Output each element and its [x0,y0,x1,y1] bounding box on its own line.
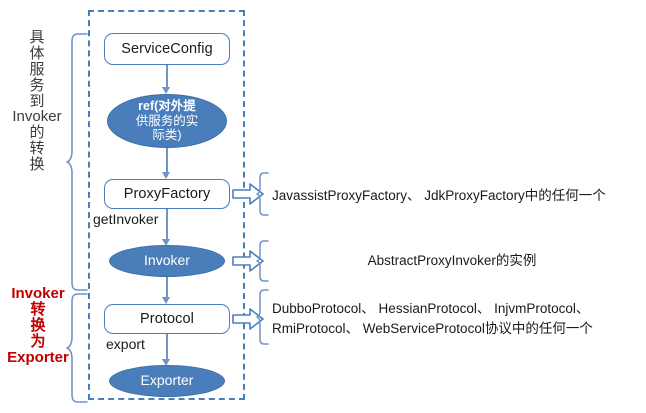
left-label-char: 转 [30,300,46,318]
connector-arrowhead [162,359,170,366]
annotation-line: AbstractProxyInvoker的实例 [367,253,537,268]
left-label-service-to-invoker: 具 体 服 务 到 Invoker 的 转 换 [8,30,66,173]
left-label-invoker-to-exporter: Invoker 转 换 为 Exporter [6,286,70,365]
left-label-char: 体 [29,44,45,62]
left-label-char: 务 [29,76,45,94]
node-label: ServiceConfig [121,41,213,57]
left-label-char: 换 [30,316,46,334]
connector-arrowhead [162,239,170,246]
left-label-char: 服 [29,60,45,78]
node-label: ProxyFactory [123,186,211,202]
node-proxy-factory[interactable]: ProxyFactory [104,179,230,209]
left-label-char: 具 [29,29,45,46]
edge-label-export: export [106,336,145,352]
node-ref-ellipse[interactable]: ref(对外提 供服务的实 际类) [107,94,227,148]
connector-arrowhead [162,87,170,94]
node-label: Exporter [140,372,194,389]
connector-line [166,65,168,88]
node-label-line: ref(对外提 [138,98,196,113]
right-brace-invoker [256,240,270,282]
node-label-line: 际类) [152,128,182,143]
left-label-char: Invoker [12,108,62,126]
node-label: Protocol [140,311,194,327]
node-exporter-ellipse[interactable]: Exporter [109,365,225,397]
connector-line [166,334,168,360]
left-label-char: 为 [30,332,46,350]
edge-label-get-invoker: getInvoker [93,211,159,227]
right-brace-protocol [256,289,270,345]
left-label-char: 的 [29,124,45,142]
annotation-line: DubboProtocol、 HessianProtocol、 InjvmPro… [272,301,590,316]
node-service-config[interactable]: ServiceConfig [104,33,230,65]
connector-line [166,209,168,240]
callout-arrow-proxy-factory [232,182,264,206]
annotation-line: JavassistProxyFactory、 JdkProxyFactory中的… [272,188,606,203]
node-invoker-ellipse[interactable]: Invoker [109,245,225,277]
connector-line [166,148,168,173]
node-protocol[interactable]: Protocol [104,304,230,334]
left-brace-lower [66,293,88,403]
annotation-invoker-impl: AbstractProxyInvoker的实例 [272,251,632,271]
right-brace-proxy-factory [256,172,270,216]
left-brace-upper [66,33,88,291]
left-label-char: Invoker [11,285,65,302]
dashed-group-frame [88,10,245,400]
callout-arrow-invoker [232,249,264,273]
node-label-line: 供服务的实 [135,113,199,128]
left-label-char: Exporter [7,348,69,366]
node-label: Invoker [144,252,190,269]
annotation-protocol-impls: DubboProtocol、 HessianProtocol、 InjvmPro… [272,299,593,338]
connector-arrowhead [162,297,170,304]
left-label-char: 到 [29,92,45,110]
connector-line [166,277,168,298]
annotation-line: RmiProtocol、 WebServiceProtocol协议中的任何一个 [272,320,593,336]
annotation-proxy-factory-impls: JavassistProxyFactory、 JdkProxyFactory中的… [272,186,606,206]
callout-arrow-protocol [232,307,264,331]
connector-arrowhead [162,172,170,179]
left-label-char: 换 [29,156,45,174]
left-label-char: 转 [29,140,45,158]
